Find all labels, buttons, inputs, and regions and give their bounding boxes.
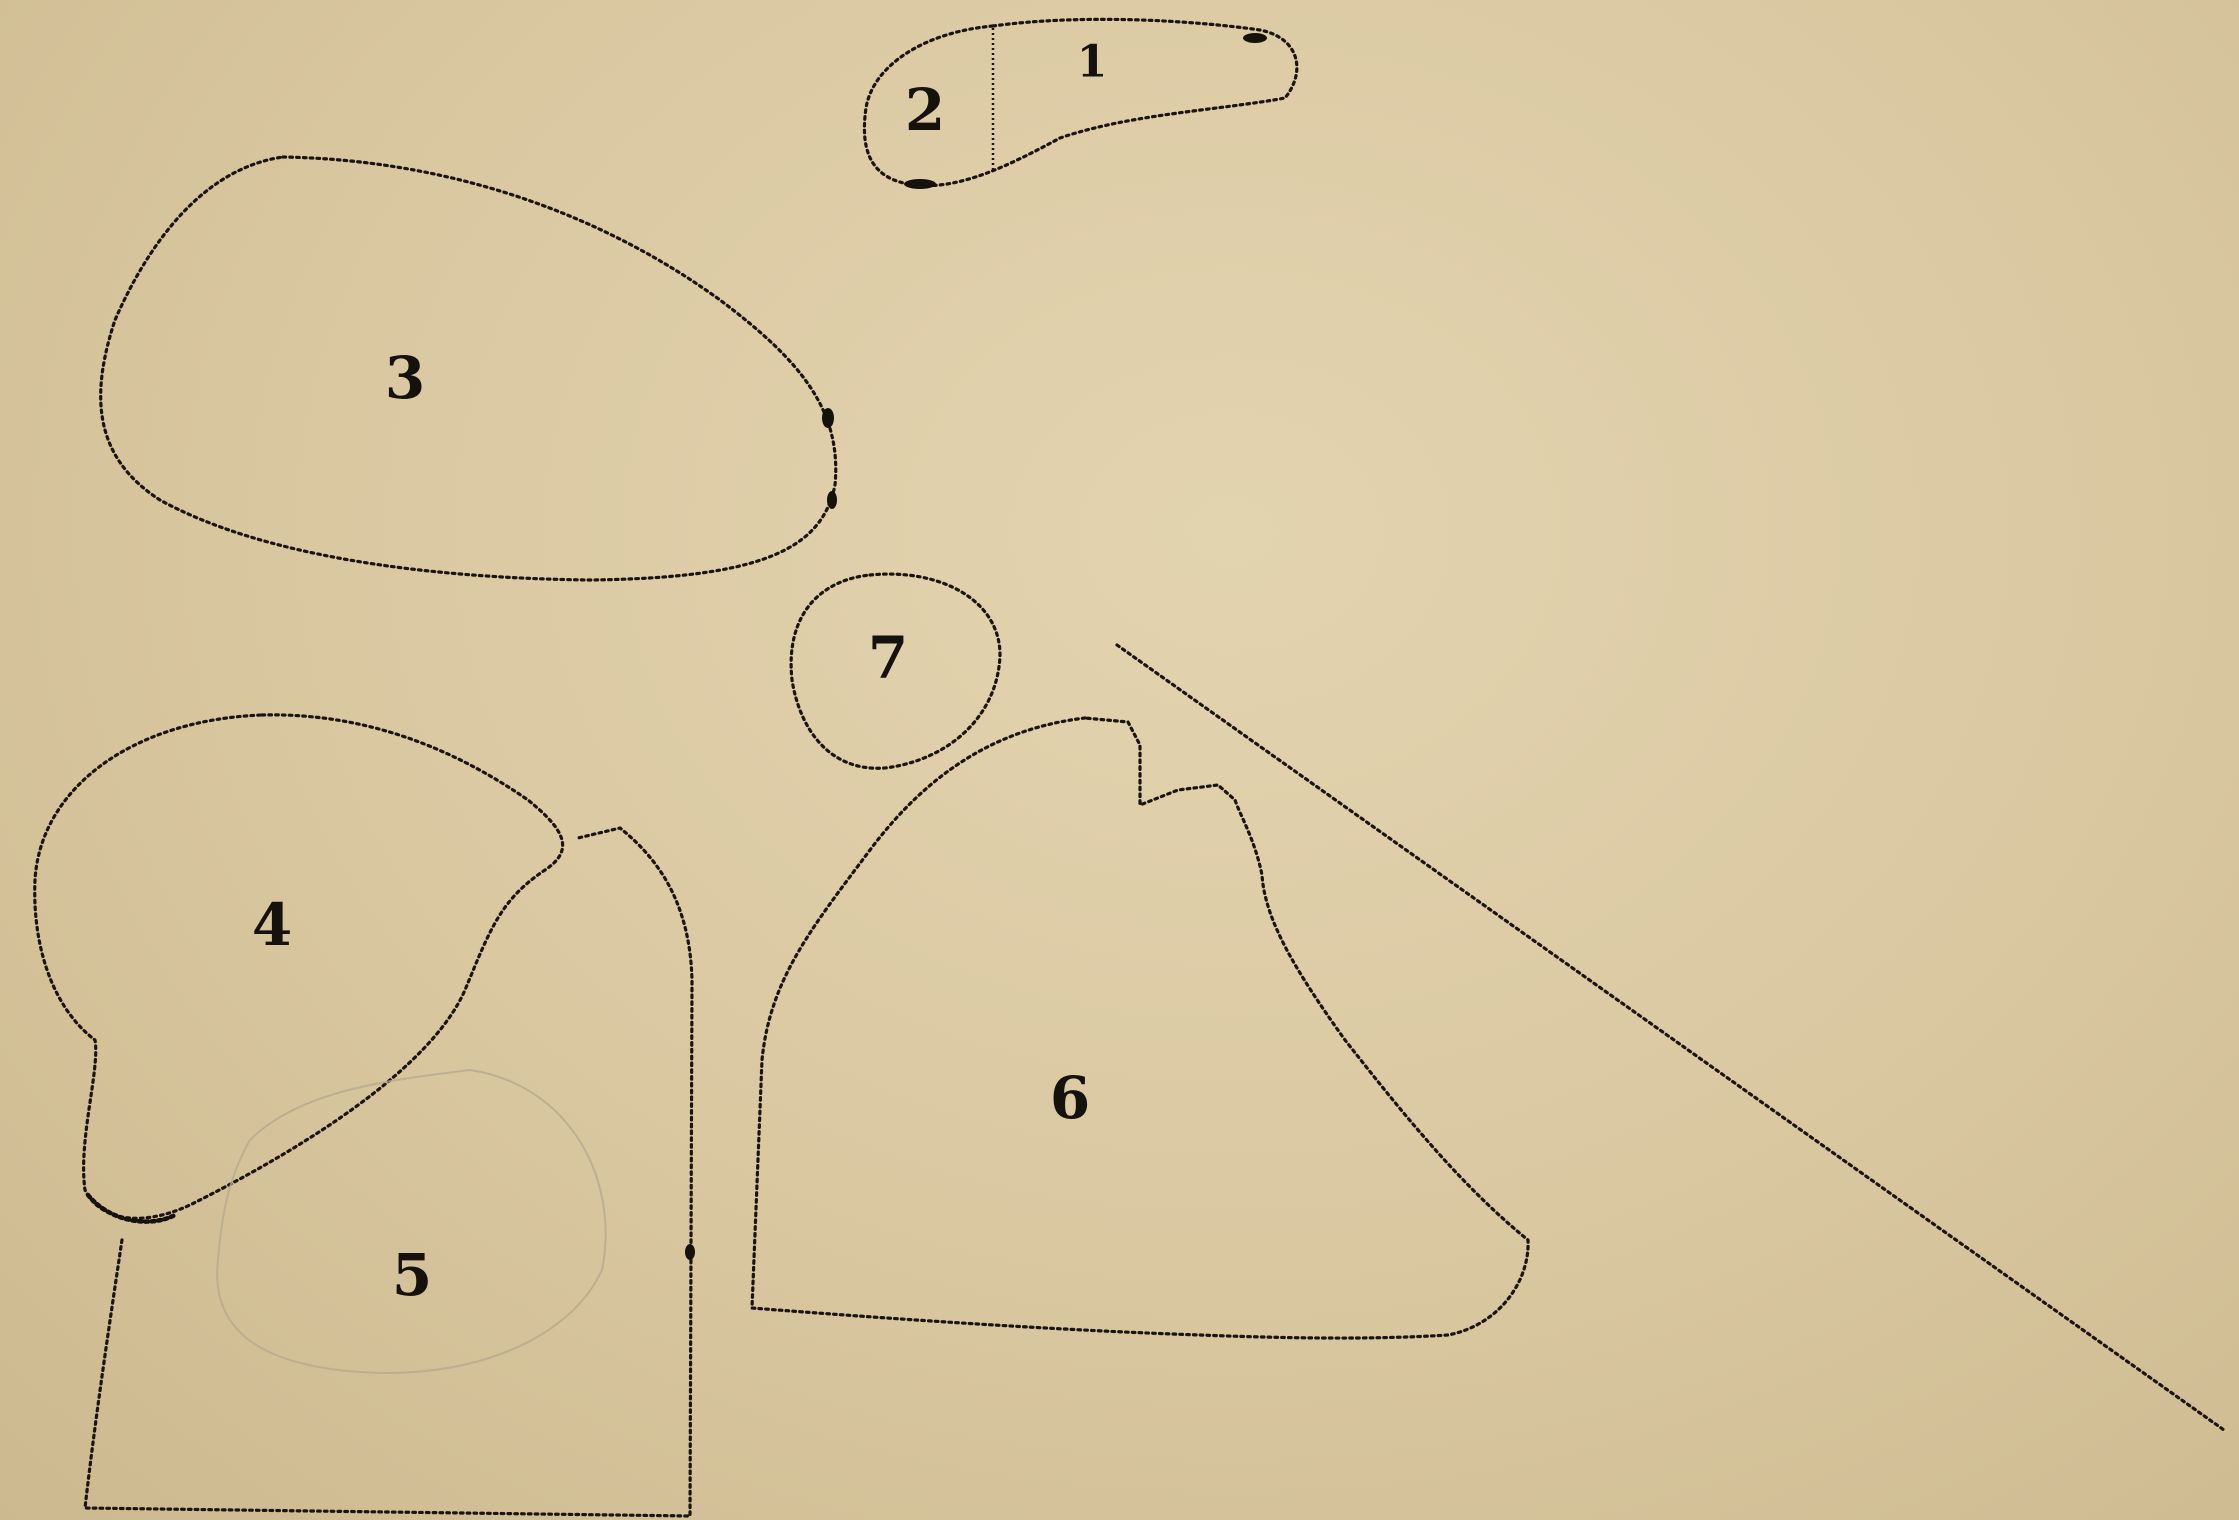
region-5-outline	[85, 828, 692, 1516]
region-3-outline	[101, 157, 836, 580]
region-label-1: 1	[1077, 37, 1108, 88]
region-label-2: 2	[905, 76, 945, 144]
region-label-3: 3	[385, 344, 425, 412]
ink-blot	[1243, 33, 1267, 43]
region-6-outline	[752, 718, 1528, 1338]
region-label-4: 4	[252, 891, 292, 959]
region-4-heavy-edge	[88, 1195, 175, 1222]
ink-blot	[827, 491, 837, 509]
ink-blot	[685, 1244, 695, 1260]
diagonal-line	[1117, 645, 2224, 1430]
ink-blot	[822, 408, 834, 428]
region-label-5: 5	[392, 1241, 432, 1309]
region-4-outline	[35, 715, 563, 1218]
region-label-6: 6	[1050, 1064, 1090, 1132]
pencil-sketch	[217, 1070, 605, 1373]
region-label-7: 7	[868, 624, 908, 692]
ink-blot	[904, 179, 936, 189]
